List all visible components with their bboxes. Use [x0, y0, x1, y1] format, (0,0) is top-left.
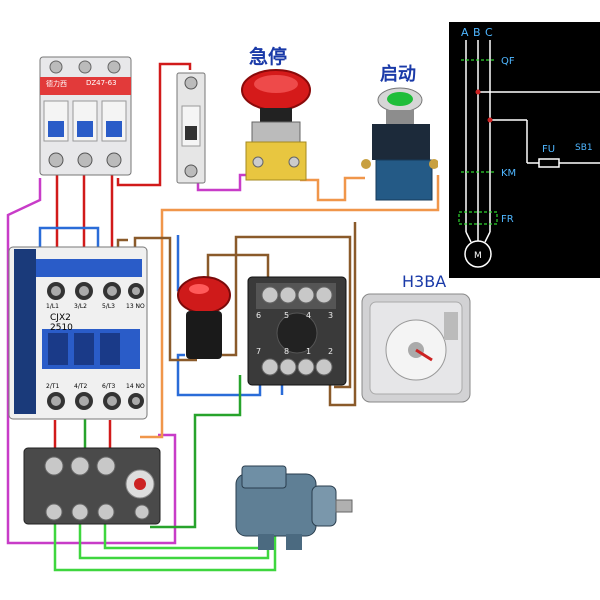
wire-magenta-loop: [6, 178, 177, 545]
timer-label: H3BA: [402, 272, 447, 291]
contactor-term-2: 2/T1: [46, 383, 60, 390]
breaker-model: DZ47-63: [86, 79, 117, 87]
start-label: 启动: [380, 64, 416, 85]
wire-blue-bottom: [176, 353, 262, 397]
contactor-term-6: 6/T3: [102, 383, 116, 390]
contactor-model-2: 2510: [50, 323, 73, 333]
wire-magenta-estop: [196, 173, 252, 192]
schematic-fu: FU: [542, 144, 555, 155]
wire-red-top: [116, 62, 192, 187]
thermal-overload-relay[interactable]: [22, 444, 162, 528]
wire-orange-start: [300, 176, 365, 202]
schematic-fr: FR: [501, 214, 514, 225]
contactor-term-1: 1/L1: [46, 303, 59, 310]
contactor-term-5: 5/L3: [102, 303, 115, 310]
relay-pin-3: 3: [328, 311, 334, 320]
contactor-term-3: 3/L2: [74, 303, 87, 310]
relay-pin-5: 5: [284, 311, 290, 320]
relay-socket-base[interactable]: 6 5 4 3 7 8 1 2: [246, 275, 348, 387]
emergency-stop-button[interactable]: [236, 68, 316, 186]
relay-pin-2: 2: [328, 347, 334, 356]
wire-brown-3: [222, 235, 352, 389]
relay-pin-6: 6: [256, 311, 262, 320]
contactor-term-13: 13 NO: [126, 303, 145, 310]
estop-label: 急停: [249, 46, 288, 68]
schematic-sb1: SB1: [575, 143, 593, 153]
schematic-diagram: A B C QF FU SB1 KM FR M: [449, 22, 600, 278]
h3ba-timer[interactable]: [360, 292, 472, 404]
relay-pin-7: 7: [256, 347, 262, 356]
wire-blue-top: [38, 226, 100, 262]
breaker-brand: 德力西: [46, 80, 67, 88]
schematic-phase-a: A: [461, 26, 469, 39]
wire-brown-4: [328, 222, 357, 407]
schematic-phase-b: B: [473, 26, 481, 39]
wire-orange-long: [140, 175, 440, 439]
schematic-phase-c: C: [485, 26, 493, 39]
circuit-breaker-1p[interactable]: [176, 72, 206, 184]
circuit-breaker-3p[interactable]: 德力西 DZ47-63: [38, 55, 133, 177]
contactor-model-1: CJX2: [50, 313, 71, 323]
start-button[interactable]: [358, 84, 439, 206]
schematic-motor: M: [474, 251, 482, 261]
indicator-lamp[interactable]: [174, 275, 234, 365]
wire-green-1: [150, 375, 242, 529]
relay-pin-1: 1: [306, 347, 312, 356]
wire-motor-1: [53, 520, 277, 572]
relay-pin-4: 4: [306, 311, 312, 320]
contactor-term-4: 4/T2: [74, 383, 88, 390]
contactor-term-14: 14 NO: [126, 383, 145, 390]
schematic-km: KM: [501, 168, 516, 179]
relay-pin-8: 8: [284, 347, 290, 356]
schematic-qf: QF: [501, 56, 515, 67]
three-phase-motor[interactable]: [228, 460, 358, 552]
ac-contactor[interactable]: 1/L1 3/L2 5/L3 13 NO CJX2 2510 2/T1 4/T2…: [8, 243, 148, 421]
